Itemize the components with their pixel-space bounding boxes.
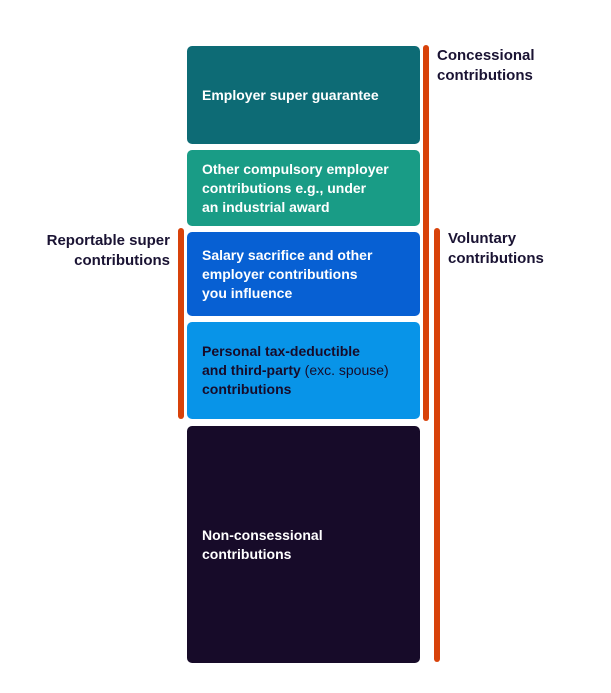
contribution-box-label: Employer super guarantee — [202, 86, 379, 103]
label-bold-end: contributions — [202, 381, 292, 397]
bracket-bar-voluntary — [434, 228, 440, 662]
bracket-bar-reportable — [178, 228, 184, 419]
bracket-label-reportable: Reportable super contributions — [46, 232, 170, 269]
contribution-box-personal-tax-deductible: Personal tax-deductible and third-party … — [187, 322, 420, 419]
contribution-box-label: Salary sacrifice and other employer cont… — [202, 246, 373, 301]
contribution-box-label: Personal tax-deductible and third-party … — [202, 342, 389, 399]
contribution-box-employer-super-guarantee: Employer super guarantee — [187, 46, 420, 144]
contribution-box-other-compulsory-employer: Other compulsory employer contributions … — [187, 150, 420, 226]
contribution-box-label: Non-consessional contributions — [202, 526, 323, 562]
contribution-box-salary-sacrifice: Salary sacrifice and other employer cont… — [187, 232, 420, 316]
label-regular-part: (exc. spouse) — [304, 362, 389, 378]
bracket-bar-concessional — [423, 45, 429, 421]
contribution-box-non-concessional: Non-consessional contributions — [187, 426, 420, 663]
label-bold-start: Personal tax-deductible and third-party — [202, 343, 360, 378]
bracket-label-concessional: Concessional contributions — [437, 47, 535, 84]
bracket-label-voluntary: Voluntary contributions — [448, 230, 544, 267]
contribution-box-label: Other compulsory employer contributions … — [202, 160, 389, 215]
